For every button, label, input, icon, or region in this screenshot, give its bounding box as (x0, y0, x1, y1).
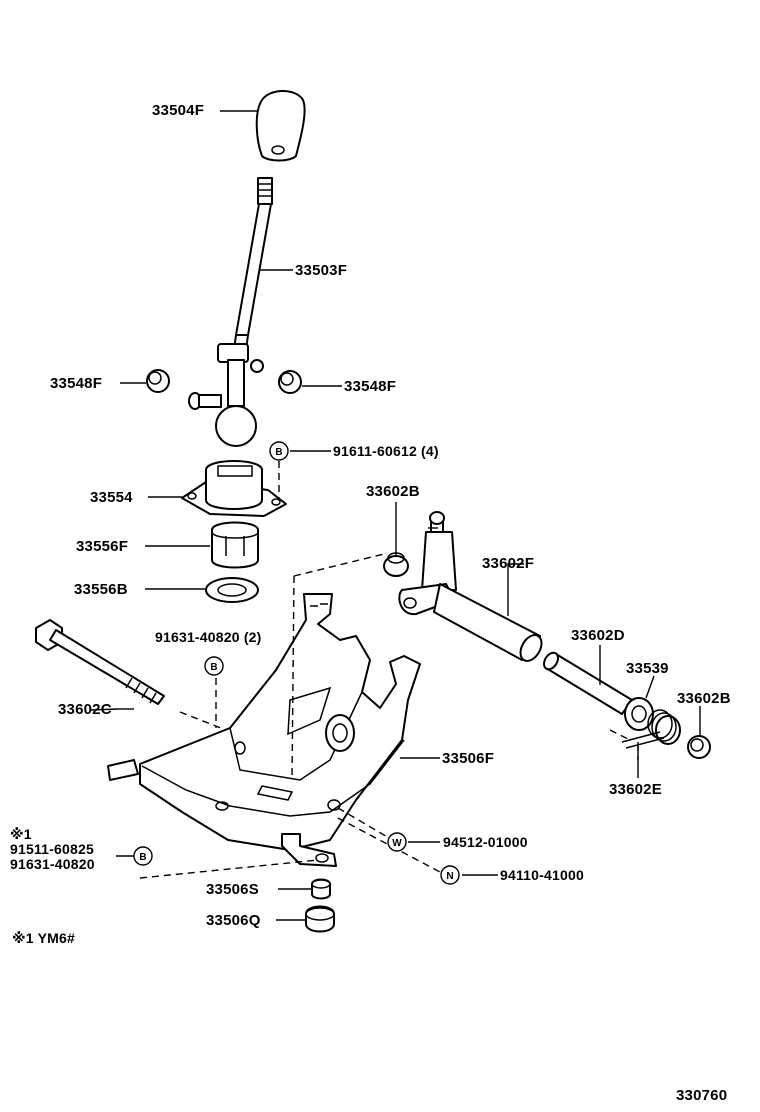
marker-nut-text: N (446, 871, 453, 882)
diagram-code: 330760 (676, 1087, 728, 1104)
shift-lever-shape (188, 177, 273, 447)
marker-bolt-bottom-text: B (139, 852, 146, 863)
spacer-shape (624, 697, 654, 731)
label-retainer: 33554 (90, 489, 133, 506)
shift-knob-shape (255, 90, 306, 162)
label-bushing-right: 33548F (344, 378, 397, 395)
label-nut: 94110-41000 (500, 867, 584, 883)
marker-washer-text: W (392, 838, 402, 849)
label-cushion-small: 33506S (206, 881, 259, 898)
label-spacer: 33539 (626, 660, 669, 677)
leader-lines (90, 110, 701, 921)
label-washer: 94512-01000 (443, 834, 528, 850)
housing-shape (107, 593, 421, 867)
long-bolt-shape (35, 619, 165, 705)
label-shift-bushing-right: 33602B (677, 690, 731, 707)
marker-bolt-top-text: B (275, 447, 282, 458)
label-shaft: 33602D (571, 627, 625, 644)
label-ring: 33556B (74, 581, 128, 598)
label-seat: 33556F (76, 538, 129, 555)
spring-shape (621, 709, 681, 749)
bushing-left-shape (146, 369, 170, 393)
label-shift-arm: 33602F (482, 555, 535, 572)
label-bolt-b-top: 91611-60612 (4) (333, 443, 439, 459)
label-bolt-2: 91631-40820 (10, 856, 95, 872)
label-screw-b-mid: 91631-40820 (2) (155, 629, 262, 645)
label-shift-bushing-top: 33602B (366, 483, 420, 500)
seat-shape (211, 521, 259, 569)
shaft-shape (543, 651, 633, 715)
label-lever: 33503F (295, 262, 348, 279)
label-spring: 33602E (609, 781, 662, 798)
marker-nut: N (440, 865, 460, 885)
label-bolt-1: 91511-60825 (10, 841, 94, 857)
bushing-right-shape (278, 370, 302, 394)
shift-bushing-right-shape (687, 735, 711, 759)
label-knob: 33504F (152, 102, 205, 119)
marker-bolt-mid-text: B (210, 662, 217, 673)
label-note-ref: ※1 (10, 826, 32, 842)
marker-washer: W (387, 832, 407, 852)
label-housing: 33506F (442, 750, 495, 767)
marker-bolt-top: B (269, 441, 289, 461)
cushion-small-shape (311, 878, 331, 900)
retainer-shape (181, 460, 287, 517)
marker-bolt-mid: B (204, 656, 224, 676)
label-bushing-left: 33548F (50, 375, 103, 392)
footnote: ※1 YM6# (12, 930, 76, 946)
shift-arm-shape (398, 511, 543, 662)
marker-bolt-bottom: B (133, 846, 153, 866)
label-long-bolt: 33602C (58, 701, 112, 718)
label-cushion-large: 33506Q (206, 912, 261, 929)
ring-shape (205, 577, 259, 603)
cushion-large-shape (305, 905, 335, 933)
